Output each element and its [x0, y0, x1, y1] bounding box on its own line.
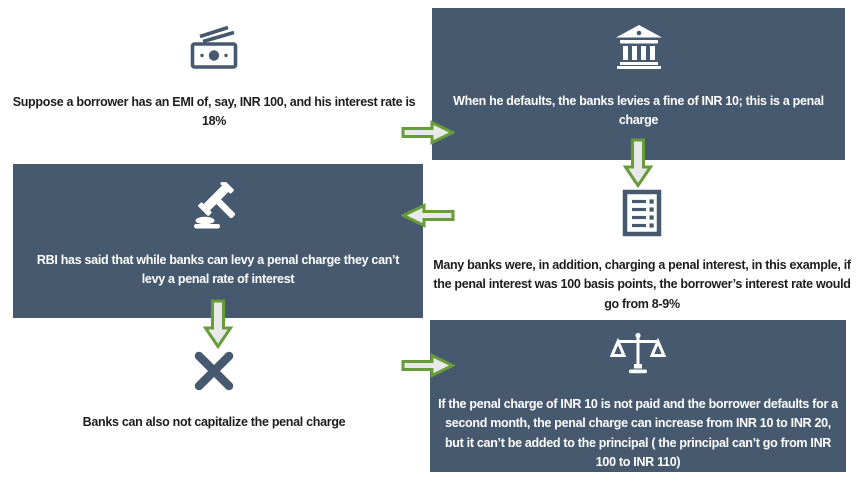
panel-text: If the penal charge of INR 10 is not pai…	[438, 397, 838, 470]
money-icon	[183, 24, 245, 75]
gavel-icon	[192, 180, 244, 237]
panel-penal-charge: When he defaults, the banks levies a fin…	[432, 8, 845, 160]
list-document-icon	[621, 189, 663, 242]
cross-icon	[191, 348, 237, 399]
panel-text: Many banks were, in addition, charging a…	[433, 258, 851, 311]
bank-icon	[613, 24, 665, 74]
panel-no-capitalization: Banks can also not capitalize the penal …	[0, 320, 428, 482]
flow-arrow-down-2	[203, 299, 233, 349]
flow-arrow-right-1	[401, 119, 455, 146]
panel-text: When he defaults, the banks levies a fin…	[453, 94, 824, 128]
panel-text: Banks can also not capitalize the penal …	[82, 415, 346, 429]
panel-emi-setup: Suppose a borrower has an EMI of, say, I…	[0, 0, 428, 160]
flow-arrow-left-1	[401, 202, 455, 229]
flow-arrow-right-2	[401, 352, 455, 379]
panel-penal-interest: Many banks were, in addition, charging a…	[428, 163, 856, 318]
scales-icon	[609, 332, 667, 383]
panel-text: RBI has said that while banks can levy a…	[36, 253, 400, 287]
panel-rbi-ruling: RBI has said that while banks can levy a…	[13, 164, 423, 318]
flow-arrow-down-1	[623, 138, 653, 188]
panel-text: Suppose a borrower has an EMI of, say, I…	[12, 95, 416, 129]
panel-second-default: If the penal charge of INR 10 is not pai…	[430, 320, 846, 472]
